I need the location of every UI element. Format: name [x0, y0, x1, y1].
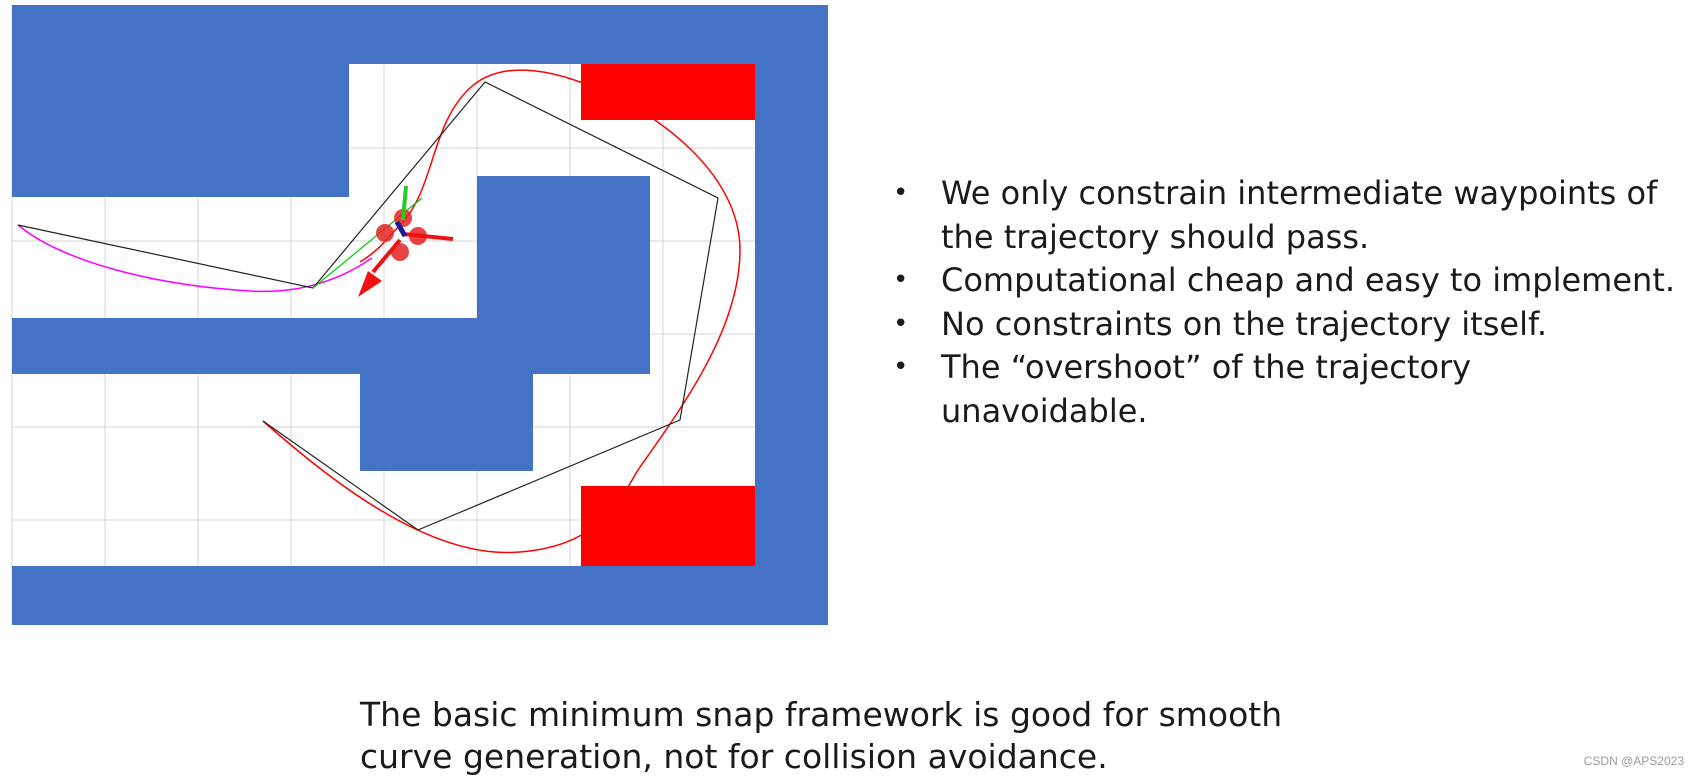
- obstacle-bottom-wall: [12, 566, 828, 625]
- caption: The basic minimum snap framework is good…: [360, 695, 1283, 776]
- axis-y-arrow: [371, 238, 402, 274]
- bullet-dot: •: [893, 308, 909, 339]
- obstacle-center-lower: [360, 318, 533, 471]
- bullet-item: • The “overshoot” of the trajectory unavo…: [893, 346, 1683, 433]
- axis-body-arrow: [394, 220, 408, 238]
- bullet-text: The “overshoot” of the trajectory unavoi…: [941, 348, 1472, 430]
- bullet-text: We only constrain intermediate waypoints…: [941, 174, 1658, 256]
- drone-marker: [358, 185, 454, 297]
- axis-z-arrow: [401, 185, 408, 221]
- target-box-top: [581, 64, 755, 120]
- bullet-text: Computational cheap and easy to implemen…: [941, 261, 1676, 299]
- target-boxes: [581, 64, 755, 566]
- bullet-text: No constraints on the trajectory itself.: [941, 304, 1548, 343]
- rotor: [376, 224, 394, 242]
- axis-x-arrow: [402, 232, 454, 241]
- bullet-item: • No constraints on the trajectory itself…: [893, 303, 1683, 347]
- bullet-item: • We only constrain intermediate waypoint…: [893, 172, 1683, 259]
- traveled-trajectory: [17, 224, 373, 293]
- obstacles: [12, 5, 828, 625]
- arrow-head: [358, 271, 382, 297]
- bullet-item: • Computational cheap and easy to impleme…: [893, 259, 1683, 303]
- bullet-dot: •: [893, 178, 909, 208]
- watermark: CSDN @APS2023: [1583, 754, 1684, 768]
- obstacle-right-wall: [755, 5, 828, 625]
- target-box-bottom: [581, 486, 755, 566]
- bullet-dot: •: [893, 265, 909, 295]
- bullet-list: • We only constrain intermediate waypoint…: [893, 172, 1683, 433]
- bullet-dot: •: [893, 352, 909, 382]
- map-scene: [11, 5, 828, 625]
- obstacle-top-left-block: [12, 5, 349, 197]
- trajectory-curve: [262, 69, 741, 554]
